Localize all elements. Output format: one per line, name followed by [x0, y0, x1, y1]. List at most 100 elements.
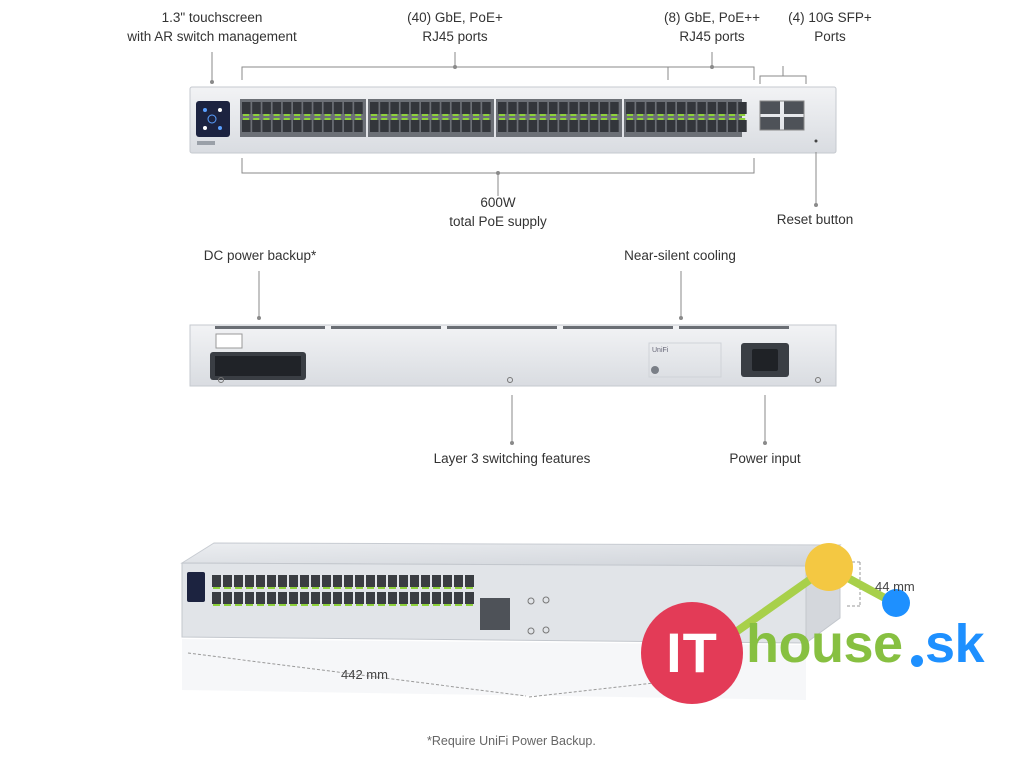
port-led-3d	[323, 604, 330, 606]
rj45-port	[677, 102, 686, 114]
port-led-3d	[235, 604, 242, 606]
rj45-port	[451, 120, 461, 132]
port-led	[560, 114, 567, 116]
rj45-port-3d	[223, 592, 232, 604]
rj45-port	[569, 102, 578, 114]
front-panel	[189, 86, 837, 154]
port-led	[334, 114, 341, 116]
rj45-port-3d	[289, 575, 298, 587]
port-led	[667, 118, 674, 120]
port-led-3d	[213, 587, 220, 589]
port-led	[611, 118, 618, 120]
port-led-3d	[422, 587, 429, 589]
rj45-port	[272, 120, 282, 132]
port-led	[637, 118, 644, 120]
port-led	[355, 114, 362, 116]
port-led	[698, 114, 705, 116]
port-led	[678, 118, 684, 120]
port-led	[667, 114, 674, 116]
rj45-port-3d	[245, 592, 254, 604]
front-leader-lines	[210, 52, 818, 207]
port-led	[529, 118, 536, 120]
rj45-port-3d	[465, 592, 474, 604]
rj45-port	[252, 120, 261, 132]
rj45-port	[370, 120, 379, 132]
rj45-port	[579, 102, 589, 114]
port-led	[590, 118, 597, 120]
rj45-port	[738, 102, 747, 114]
port-led-3d	[378, 604, 385, 606]
svg-text:UniFi: UniFi	[652, 347, 669, 354]
port-led	[739, 114, 746, 116]
port-led-3d	[301, 587, 308, 589]
rj45-port	[528, 120, 538, 132]
rj45-port	[472, 102, 481, 114]
port-led	[601, 114, 607, 116]
port-led	[739, 118, 746, 120]
port-led	[708, 118, 715, 120]
port-led	[401, 118, 408, 120]
port-led-3d	[312, 587, 319, 589]
port-led	[243, 118, 249, 120]
port-led	[391, 118, 398, 120]
port-led-3d	[466, 604, 473, 606]
gbe-poe-plusplus-label: (8) GbE, PoE++RJ45 ports	[663, 10, 761, 44]
height-dimension: 44 mm	[875, 579, 915, 594]
port-led-3d	[378, 587, 385, 589]
port-led	[627, 118, 633, 120]
port-led	[263, 118, 270, 120]
port-led	[550, 118, 556, 120]
rj45-port-3d	[256, 592, 265, 604]
rj45-port	[738, 120, 747, 132]
port-led	[509, 118, 516, 120]
rj45-port-3d	[212, 592, 221, 604]
port-led	[442, 114, 449, 116]
rj45-port	[354, 120, 363, 132]
rj45-port	[242, 120, 251, 132]
port-led	[263, 114, 270, 116]
rj45-port-3d	[289, 592, 298, 604]
rj45-port-3d	[454, 592, 463, 604]
port-led-3d	[444, 604, 451, 606]
port-led	[294, 114, 300, 116]
port-led-3d	[356, 587, 363, 589]
rj45-port	[518, 102, 527, 114]
port-led-3d	[345, 587, 352, 589]
port-led	[283, 114, 290, 116]
rj45-port-3d	[443, 592, 452, 604]
rj45-port	[677, 120, 686, 132]
rj45-port	[728, 120, 737, 132]
rj45-port	[333, 102, 343, 114]
port-led-3d	[301, 604, 308, 606]
ithouse-dot	[911, 655, 923, 667]
regulatory-label	[648, 342, 722, 378]
sfp-plus-label: (4) 10G SFP+Ports	[788, 10, 872, 44]
port-led	[462, 114, 469, 116]
port-led-3d	[268, 587, 275, 589]
port-led	[678, 114, 684, 116]
port-led-3d	[466, 587, 473, 589]
dc-power-backup-label: DC power backup*	[203, 248, 317, 263]
rj45-port	[421, 102, 430, 114]
rj45-port-3d	[388, 575, 397, 587]
port-led	[371, 118, 377, 120]
rj45-port	[538, 120, 548, 132]
rj45-port	[549, 120, 558, 132]
rj45-port	[482, 102, 491, 114]
ithouse-logo-graphic	[730, 543, 910, 638]
rj45-port	[646, 102, 655, 114]
rj45-port-3d	[432, 575, 441, 587]
port-led	[411, 114, 418, 116]
port-led-3d	[433, 587, 440, 589]
port-led	[304, 114, 311, 116]
rj45-port	[728, 102, 737, 114]
rj45-port-3d	[267, 575, 276, 587]
port-led	[580, 118, 587, 120]
touchscreen-display	[196, 101, 230, 137]
port-led-3d	[400, 587, 407, 589]
rj45-port	[498, 102, 507, 114]
port-led	[519, 114, 526, 116]
port-led	[473, 118, 479, 120]
port-led-3d	[224, 604, 231, 606]
